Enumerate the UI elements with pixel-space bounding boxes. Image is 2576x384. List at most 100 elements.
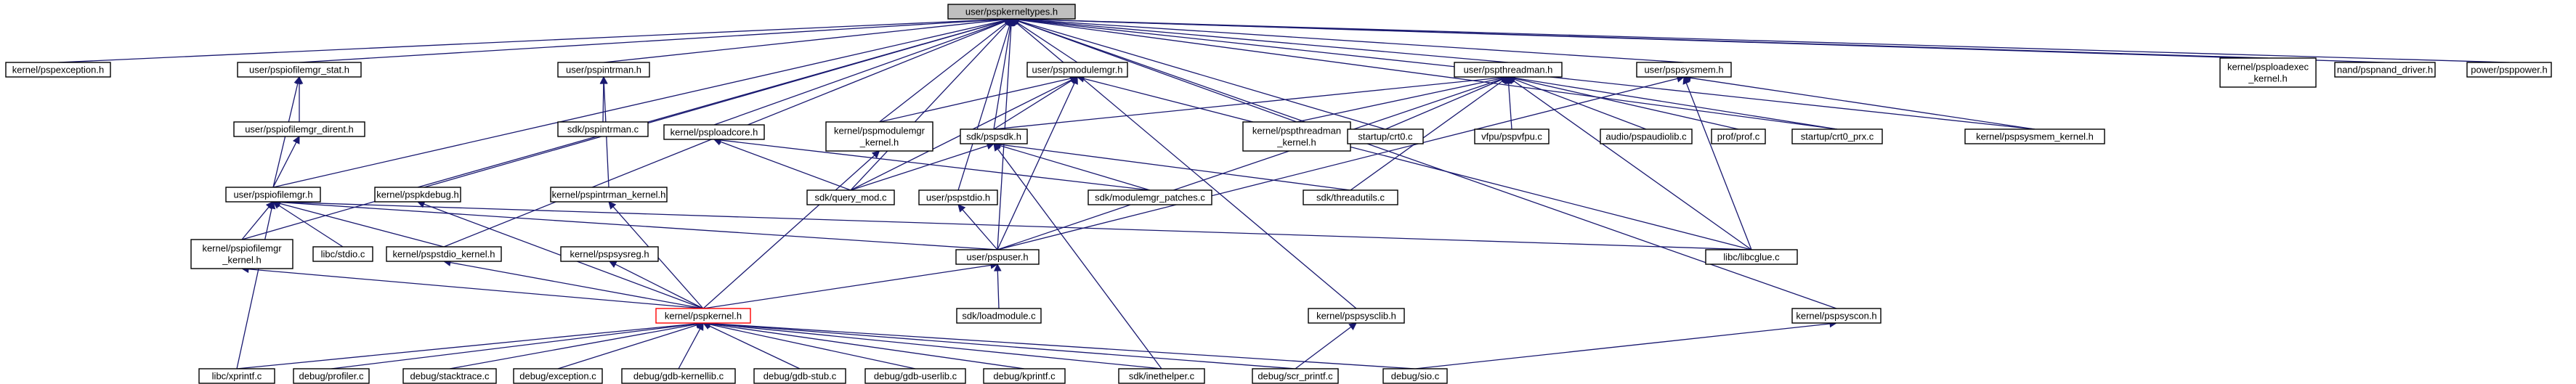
node-box	[1636, 62, 1732, 78]
edge-libglue-to-iofile	[272, 198, 1752, 250]
node-sysreg[interactable]: kernel/pspsysreg.h	[560, 246, 659, 262]
node-box	[956, 308, 1042, 324]
node-label: audio/pspaudiolib.c	[1605, 131, 1687, 142]
node-label: sdk/pspsdk.h	[966, 131, 1021, 142]
node-label: sdk/query_mod.c	[815, 192, 887, 203]
node-sysclib[interactable]: kernel/pspsysclib.h	[1308, 308, 1405, 324]
node-box	[983, 368, 1066, 384]
node-box	[1964, 128, 2105, 144]
node-libglue[interactable]: libc/libcglue.c	[1705, 249, 1798, 265]
node-box	[947, 4, 1076, 20]
node-sysmemk[interactable]: kernel/pspsysmem_kernel.h	[1964, 128, 2105, 144]
edge-iofile-to-iodirent	[272, 136, 300, 188]
node-gdbuser[interactable]: debug/gdb-userlib.c	[864, 368, 966, 384]
node-iofile[interactable]: user/pspiofilemgr.h	[225, 187, 321, 203]
edge-iostat-to-root	[299, 15, 1013, 63]
node-box	[198, 368, 275, 384]
node-box	[663, 124, 765, 140]
edge-prof-to-thread	[1507, 74, 1739, 130]
node-pspkernel[interactable]: kernel/pspkernel.h	[655, 308, 751, 324]
node-label: _kernel.h	[1276, 137, 1316, 148]
edge-exc-to-root	[57, 15, 1013, 63]
node-threadk[interactable]: kernel/pspthreadman_kernel.h	[1242, 121, 1351, 152]
node-label: user/pspsysmem.h	[1644, 65, 1723, 75]
node-gdbstub[interactable]: debug/gdb-stub.c	[753, 368, 846, 384]
nodes-layer: user/pspkerneltypes.h kernel/pspexception…	[5, 4, 2552, 384]
node-label: libc/libcglue.c	[1723, 252, 1780, 263]
edge-pspuser-to-pspstdio	[957, 204, 998, 250]
node-box	[955, 249, 1040, 265]
node-exceptionc[interactable]: debug/exception.c	[513, 368, 603, 384]
node-stdiok[interactable]: kernel/pspstdio_kernel.h	[386, 246, 502, 262]
node-sio[interactable]: debug/sio.c	[1382, 368, 1448, 384]
node-label: debug/exception.c	[519, 371, 596, 382]
node-box	[1242, 121, 1351, 152]
edge-gdbuser-to-pspkernel	[702, 320, 916, 369]
node-thread[interactable]: user/pspthreadman.h	[1454, 62, 1563, 78]
node-scrprintf[interactable]: debug/scr_printf.c	[1252, 368, 1339, 384]
node-xprintf[interactable]: libc/xprintf.c	[198, 368, 275, 384]
node-modpatch[interactable]: sdk/modulemgr_patches.c	[1087, 189, 1212, 205]
node-label: kernel/pspthreadman	[1252, 126, 1341, 136]
node-debug[interactable]: kernel/pspkdebug.h	[374, 187, 461, 203]
node-threadutils[interactable]: sdk/threadutils.c	[1303, 189, 1398, 205]
node-crt0[interactable]: startup/crt0.c	[1347, 128, 1424, 144]
node-iokern[interactable]: kernel/pspiofilemgr_kernel.h	[190, 239, 293, 269]
node-label: user/pspintrman.h	[566, 65, 641, 75]
node-gdbkern[interactable]: debug/gdb-kernellib.c	[621, 368, 736, 384]
node-label: _kernel.h	[2248, 73, 2287, 84]
node-label: prof/prof.c	[1717, 131, 1760, 142]
node-loadmodule[interactable]: sdk/loadmodule.c	[956, 308, 1042, 324]
node-stacktrace[interactable]: debug/stacktrace.c	[402, 368, 497, 384]
node-power[interactable]: power/psppower.h	[2466, 62, 2552, 78]
node-modmgr[interactable]: user/pspmodulemgr.h	[1026, 62, 1128, 78]
node-box	[513, 368, 603, 384]
node-loadcore[interactable]: kernel/psploadcore.h	[663, 124, 765, 140]
node-iodirent[interactable]: user/pspiofilemgr_dirent.h	[233, 121, 365, 137]
node-syscon[interactable]: kernel/pspsyscon.h	[1791, 308, 1882, 324]
node-profiler[interactable]: debug/profiler.c	[293, 368, 370, 384]
node-box	[1791, 308, 1882, 324]
node-kprintf[interactable]: debug/kprintf.c	[983, 368, 1066, 384]
node-intrmank[interactable]: kernel/pspintrman_kernel.h	[550, 187, 668, 203]
edge-intrman-to-root	[603, 15, 1013, 63]
edge-sysmemk-to-sysmem	[1682, 74, 2036, 130]
node-box	[233, 121, 365, 137]
node-label: power/psppower.h	[2471, 65, 2548, 75]
node-audiolib[interactable]: audio/pspaudiolib.c	[1600, 128, 1693, 144]
node-inethelper[interactable]: sdk/inethelper.c	[1118, 368, 1205, 384]
node-loadexec[interactable]: kernel/psploadexec_kernel.h	[2219, 57, 2317, 88]
node-pspuser[interactable]: user/pspuser.h	[955, 249, 1040, 265]
node-querymod[interactable]: sdk/query_mod.c	[806, 189, 895, 205]
node-vfpu[interactable]: vfpu/pspvfpu.c	[1474, 128, 1550, 144]
node-box	[918, 189, 998, 205]
edge-scrprintf-to-sysclib	[1295, 322, 1357, 369]
edge-inethelper-to-pspsdk	[993, 143, 1162, 369]
edge-sio-to-pspkernel	[702, 319, 1416, 369]
node-intrman[interactable]: user/pspintrman.h	[557, 62, 650, 78]
node-label: kernel/psploadcore.h	[671, 127, 758, 138]
node-label: user/pspthreadman.h	[1464, 65, 1553, 75]
node-pspsdk[interactable]: sdk/pspsdk.h	[960, 128, 1028, 144]
node-nand[interactable]: nand/pspnand_driver.h	[2334, 62, 2436, 78]
node-iostat[interactable]: user/pspiofilemgr_stat.h	[237, 62, 362, 78]
edge-debug-to-root	[417, 17, 1013, 188]
node-crt0prx[interactable]: startup/crt0_prx.c	[1791, 128, 1883, 144]
edge-syscon-to-root	[1010, 17, 1837, 309]
edge-pspkernel-to-modmgrk	[702, 150, 880, 309]
node-box	[225, 187, 321, 203]
node-root[interactable]: user/pspkerneltypes.h	[947, 4, 1076, 20]
edges-layer	[57, 15, 2510, 369]
node-prof[interactable]: prof/prof.c	[1711, 128, 1766, 144]
node-label: user/pspmodulemgr.h	[1032, 65, 1122, 75]
node-exc[interactable]: kernel/pspexception.h	[5, 62, 111, 78]
node-modmgrk[interactable]: kernel/pspmodulemgr_kernel.h	[825, 121, 933, 152]
node-box	[550, 187, 668, 203]
node-stdio[interactable]: libc/stdio.c	[312, 246, 373, 262]
node-intrmanc[interactable]: sdk/pspintrman.c	[557, 121, 649, 137]
edge-pspkernel-to-stdiok	[442, 258, 704, 309]
edge-libglue-to-sysmem	[1682, 75, 1752, 250]
edge-sio-to-syscon	[1414, 319, 1838, 369]
node-sysmem[interactable]: user/pspsysmem.h	[1636, 62, 1732, 78]
node-pspstdio[interactable]: user/pspstdio.h	[918, 189, 998, 205]
